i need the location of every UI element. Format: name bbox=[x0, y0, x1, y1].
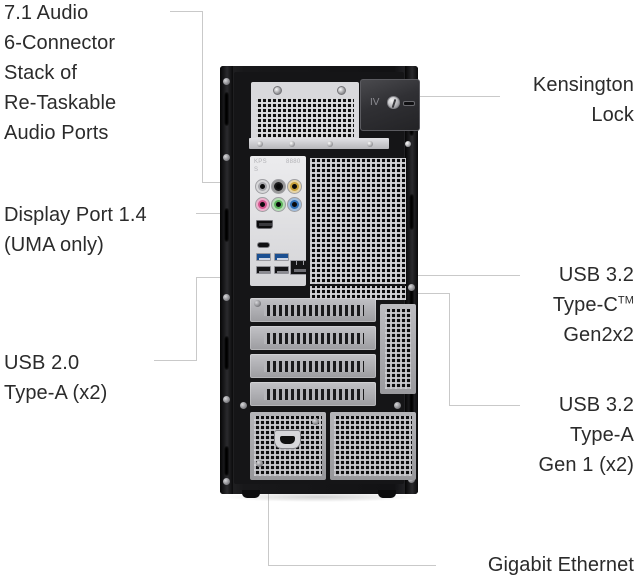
leader-displayport bbox=[196, 213, 222, 214]
leader-usb32a-start bbox=[418, 293, 450, 294]
divider-screw bbox=[367, 140, 373, 147]
usb-2-0-type-a-port[interactable] bbox=[274, 266, 289, 274]
usbc-line2: Type-C bbox=[552, 294, 618, 316]
kensington-lock-slot[interactable] bbox=[403, 101, 415, 106]
usb-3-2-type-a-port[interactable] bbox=[274, 253, 289, 261]
callout-label-gigabit-ethernet: Gigabit Ethernet bbox=[487, 554, 634, 576]
psu-screw bbox=[273, 86, 282, 95]
usbc-line1: USB 3.2 bbox=[558, 264, 634, 286]
psu-screw bbox=[256, 460, 263, 467]
chassis-rear-panel: IV KPS S 8880 bbox=[234, 72, 420, 484]
bezel-slot bbox=[409, 392, 414, 428]
gigabit-ethernet-port[interactable] bbox=[290, 260, 306, 275]
audio-jack-line-out[interactable] bbox=[272, 198, 285, 211]
leader-usb20-vert bbox=[196, 277, 197, 361]
audio-jack-line-in[interactable] bbox=[256, 180, 269, 193]
desktop-tower-rear: IV KPS S 8880 bbox=[220, 66, 420, 498]
motherboard-vent-grille-lower bbox=[310, 286, 406, 300]
psu-screw bbox=[337, 86, 346, 95]
kensington-mark: IV bbox=[370, 97, 380, 108]
psu-vent-panel bbox=[251, 82, 359, 144]
chassis-screw bbox=[223, 294, 230, 301]
divider-screw bbox=[257, 140, 263, 147]
usbc-line3: Gen2x2 bbox=[563, 324, 634, 346]
chassis-divider-bar bbox=[249, 138, 411, 149]
divider-screw bbox=[405, 140, 411, 147]
side-vent-panel bbox=[380, 304, 416, 394]
expansion-slot-cover[interactable] bbox=[250, 382, 376, 406]
usb-3-2-type-a-port[interactable] bbox=[256, 253, 271, 261]
callout-label-audio-ports: 7.1 Audio 6-Connector Stack of Re-Taskab… bbox=[4, 2, 117, 144]
bezel-slot bbox=[224, 446, 229, 476]
leader-usb20-end bbox=[196, 277, 222, 278]
leader-audio-vert bbox=[202, 11, 203, 183]
power-supply-unit bbox=[250, 412, 326, 480]
slot-vent bbox=[264, 361, 364, 372]
callout-label-usb-3-2-type-a: USB 3.2 Type-A Gen 1 (x2) bbox=[538, 394, 634, 476]
leader-kensington bbox=[390, 96, 500, 97]
slot-vent bbox=[264, 333, 364, 344]
leader-ethernet-end bbox=[268, 565, 436, 566]
chassis-screw bbox=[223, 78, 230, 85]
expansion-slot-cover[interactable] bbox=[250, 326, 376, 350]
expansion-slot-cover[interactable] bbox=[250, 298, 376, 322]
usb-type-c-port[interactable] bbox=[257, 242, 270, 248]
psu-screw bbox=[312, 418, 319, 425]
kensington-thumbscrew-icon[interactable] bbox=[387, 96, 400, 109]
io-mark-code: 8880 bbox=[286, 159, 301, 165]
chassis-screw bbox=[394, 402, 401, 409]
chassis-left-bezel bbox=[220, 66, 233, 494]
displayport-connector[interactable] bbox=[256, 220, 273, 229]
leader-ethernet-vert bbox=[268, 468, 269, 566]
audio-jack-center-sub[interactable] bbox=[272, 180, 285, 193]
bezel-slot bbox=[224, 92, 229, 126]
chassis-screw bbox=[223, 154, 230, 161]
lower-vent-panel bbox=[330, 412, 416, 480]
leader-audio-end bbox=[202, 182, 222, 183]
usb-2-0-type-a-port[interactable] bbox=[256, 266, 271, 274]
callout-label-usb-2-0: USB 2.0 Type-A (x2) bbox=[4, 352, 108, 404]
side-vent-grille bbox=[385, 309, 411, 389]
io-shield-panel: KPS S 8880 bbox=[250, 156, 306, 286]
slot-vent bbox=[264, 389, 364, 400]
callout-label-display-port: Display Port 1.4 (UMA only) bbox=[4, 204, 147, 256]
chassis-screw bbox=[240, 402, 247, 409]
chassis-screw bbox=[223, 478, 230, 485]
leader-usb32a-end bbox=[449, 405, 520, 406]
leader-usbc bbox=[418, 275, 520, 276]
io-mark-s: S bbox=[254, 167, 259, 173]
slot-retainer-screw bbox=[254, 300, 261, 307]
lower-vent-grille bbox=[334, 416, 412, 476]
leader-usb32a-vert bbox=[449, 293, 450, 405]
io-mark-kps: KPS bbox=[254, 159, 267, 165]
trademark-icon: TM bbox=[617, 294, 634, 307]
chassis-screw bbox=[408, 284, 415, 291]
slot-vent bbox=[264, 305, 364, 316]
chassis-screw bbox=[223, 396, 230, 403]
audio-jack-side-surround[interactable] bbox=[288, 180, 301, 193]
audio-jack-rear-surround[interactable] bbox=[288, 198, 301, 211]
kensington-lock-cover[interactable]: IV bbox=[360, 79, 420, 131]
motherboard-vent-grille bbox=[310, 158, 406, 284]
expansion-slot-cover[interactable] bbox=[250, 354, 376, 378]
tower-shadow bbox=[224, 492, 414, 502]
bezel-slot bbox=[224, 208, 229, 242]
bezel-slot bbox=[409, 194, 414, 230]
chassis-foot bbox=[378, 490, 396, 498]
audio-jack-microphone[interactable] bbox=[256, 198, 269, 211]
leader-audio-top bbox=[170, 11, 203, 12]
ac-power-connector[interactable] bbox=[274, 430, 301, 449]
divider-screw bbox=[289, 140, 295, 147]
leader-usb20-start bbox=[154, 360, 197, 361]
psu-vent-grille bbox=[256, 98, 354, 139]
chassis-foot bbox=[242, 490, 260, 498]
divider-screw bbox=[327, 140, 333, 147]
bezel-slot bbox=[224, 336, 229, 370]
callout-label-kensington-lock: Kensington Lock bbox=[532, 74, 634, 126]
